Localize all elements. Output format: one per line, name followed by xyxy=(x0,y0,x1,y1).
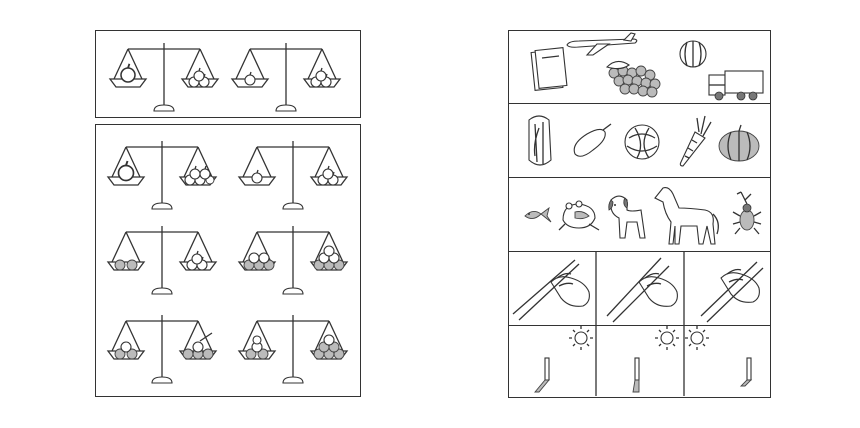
hand-chopsticks-icon xyxy=(512,259,590,321)
balance-scale-icon xyxy=(238,314,348,384)
chopsticks-row xyxy=(508,251,771,327)
sun-icon xyxy=(685,326,709,350)
hand-chopsticks-icon xyxy=(700,261,764,323)
book-icon xyxy=(530,47,568,91)
objects-row xyxy=(508,30,771,105)
animals-row xyxy=(508,177,771,253)
chinese-cabbage-icon xyxy=(528,115,552,166)
balance-scale-icon xyxy=(109,42,219,112)
balance-scale-icon xyxy=(107,140,217,210)
horse-icon xyxy=(654,187,719,245)
carrot-icon xyxy=(679,115,712,167)
top-scales-panel xyxy=(95,30,361,118)
stick-shadow-icon xyxy=(739,357,753,387)
dog-icon xyxy=(608,195,646,239)
beetle-icon xyxy=(732,191,762,235)
frog-icon xyxy=(558,200,600,231)
sun-icon xyxy=(655,326,679,350)
balance-scale-icon xyxy=(238,225,348,295)
stick-shadow-icon xyxy=(534,357,550,393)
watermelon-icon xyxy=(679,40,707,68)
vegetables-row xyxy=(508,103,771,179)
sun-icon xyxy=(569,326,593,350)
stick-shadow-icon xyxy=(632,357,640,393)
balance-scale-icon xyxy=(238,140,348,210)
balance-scale-icon xyxy=(107,314,217,384)
balance-scale-icon xyxy=(231,42,341,112)
airplane-icon xyxy=(566,32,638,56)
sweet-potato-icon xyxy=(573,123,612,157)
pumpkin-icon xyxy=(718,124,760,162)
truck-icon xyxy=(708,70,764,101)
balance-scale-icon xyxy=(107,225,217,295)
cabbage-icon xyxy=(624,124,660,160)
hand-chopsticks-icon xyxy=(606,257,678,323)
goldfish-icon xyxy=(524,206,552,223)
grapes-icon xyxy=(605,60,661,98)
bottom-scales-panel xyxy=(95,124,361,397)
sun-shadow-row xyxy=(508,325,771,398)
